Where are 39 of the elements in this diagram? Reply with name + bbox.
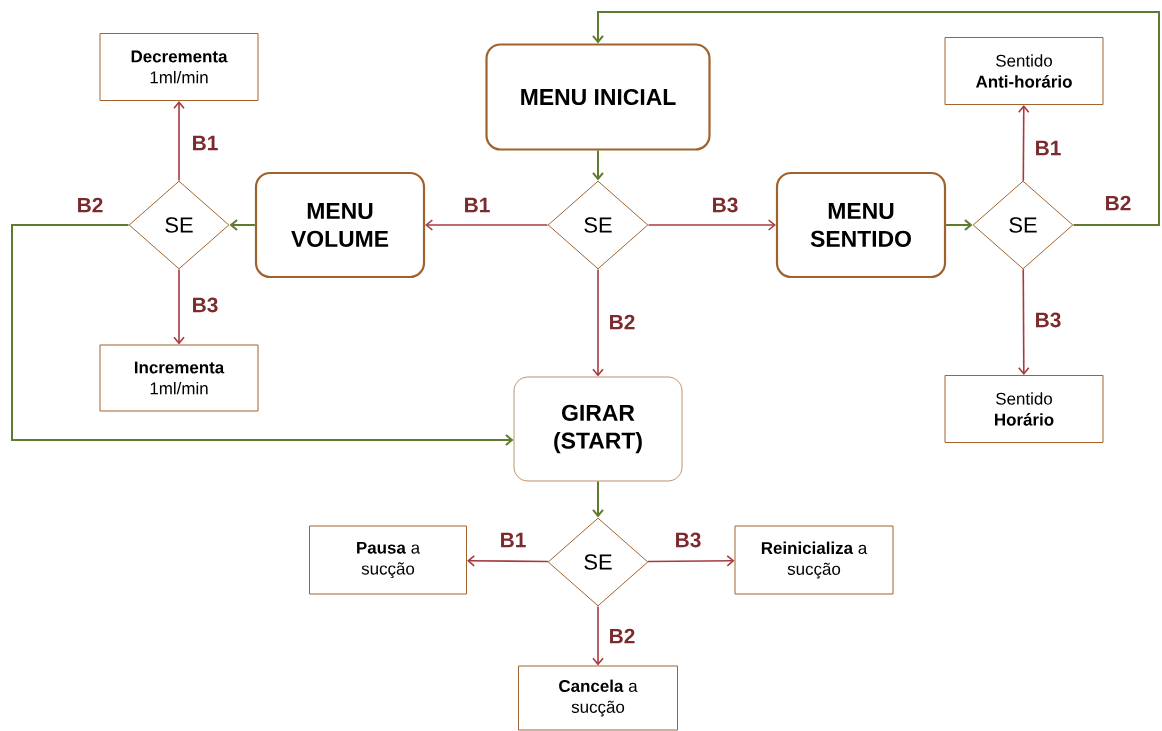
arrow [229,219,256,231]
edge-label: B3 [710,196,740,214]
edge-label: B1 [498,531,528,549]
arrow [592,11,1160,226]
arrow [592,149,604,181]
result-box: Sentido Anti-horário [944,37,1104,105]
result-box: Sentido Horário [944,375,1104,443]
edge-label: B1 [190,134,220,152]
result-box: Cancela a sucção [518,665,678,731]
arrow [1018,268,1030,375]
edge-label: B2 [1103,194,1133,212]
edge-label: B2 [75,196,105,214]
process-box: MENU VOLUME [254,171,426,279]
result-box: Reinicializa a sucção [734,525,894,595]
arrow [592,268,604,377]
arrow [945,219,973,231]
arrow [173,101,185,182]
process-box: MENU INICIAL [485,43,711,151]
result-box: Decrementa 1ml/min [99,33,259,101]
edge-label: B2 [607,627,637,645]
edge-label: B1 [462,196,492,214]
arrow [173,268,185,345]
process-box: MENU SENTIDO [775,171,947,279]
process-box: GIRAR (START) [513,376,683,482]
edge-label: B3 [1033,311,1063,329]
arrow [1017,105,1030,182]
edge-label: B2 [607,313,637,331]
arrow [647,219,776,231]
result-box: Pausa a sucção [309,525,467,595]
arrow [592,605,604,666]
edge-label: B3 [190,296,220,314]
arrow [647,555,735,567]
arrow [11,224,514,446]
result-box: Incrementa 1ml/min [99,344,259,412]
edge-label: B3 [673,531,703,549]
edge-label: B1 [1033,139,1063,157]
arrow [592,480,604,518]
arrow [467,555,549,567]
arrow [425,219,549,231]
